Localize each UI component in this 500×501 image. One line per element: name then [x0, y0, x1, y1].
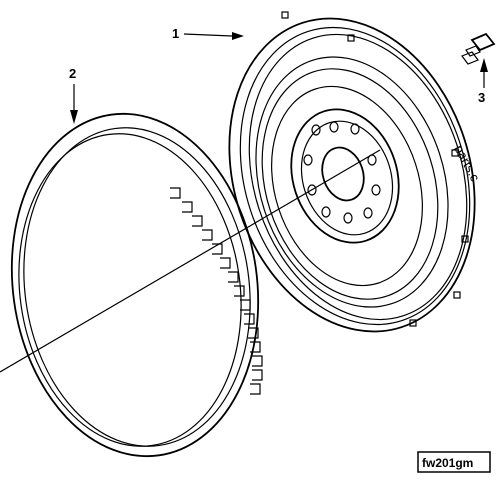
flywheel-rim-notches	[281, 11, 469, 327]
callout-3-label: 3	[478, 90, 485, 105]
callout-3: 3	[478, 58, 488, 105]
ring-gear	[10, 112, 263, 458]
flywheel-bolt	[461, 32, 496, 65]
flywheel	[228, 11, 476, 333]
callout-2-label: 2	[69, 66, 76, 81]
flywheel-bolt-holes	[303, 121, 381, 224]
callout-1: 1	[172, 26, 244, 41]
figure-id-badge: fw201gm	[417, 451, 491, 473]
ring-gear-teeth	[170, 187, 263, 395]
callout-1-label: 1	[172, 26, 179, 41]
figure-id: fw201gm	[422, 456, 473, 470]
center-axis-line	[0, 149, 381, 373]
watermark-text: parts.c	[451, 142, 483, 184]
callout-2: 2	[69, 66, 78, 124]
